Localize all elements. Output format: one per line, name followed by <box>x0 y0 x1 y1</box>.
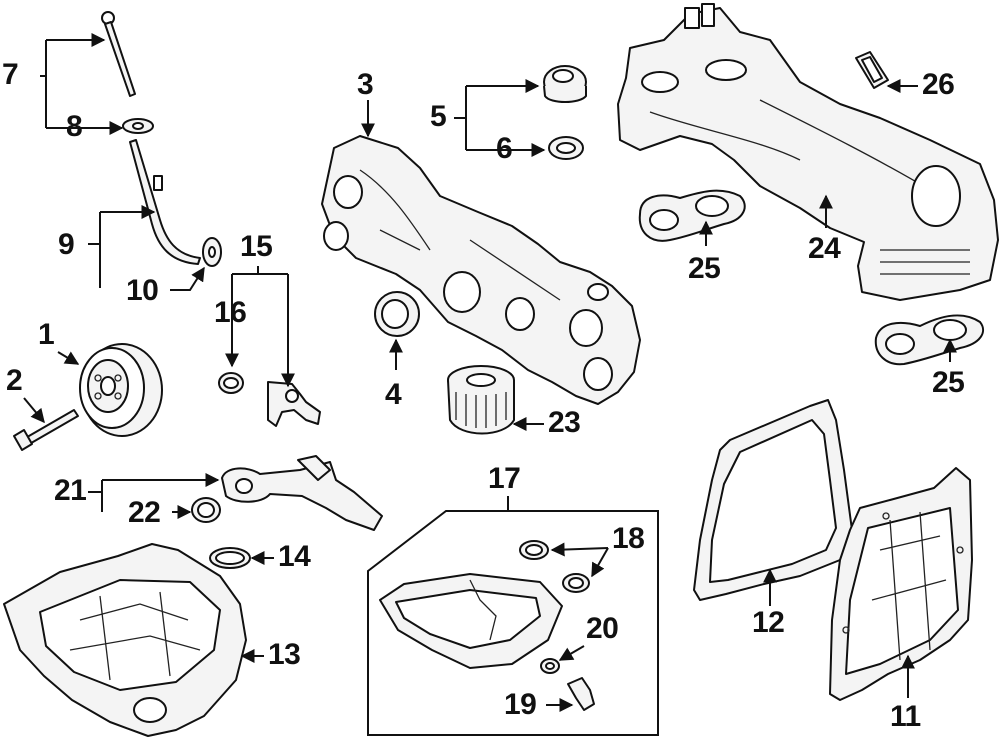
part-24-intake-manifold <box>617 3 999 301</box>
part-13-oil-pan-upper <box>3 543 247 737</box>
part-16-o-ring <box>218 372 244 394</box>
part-17-group-box <box>367 510 659 736</box>
callout-2: 2 <box>6 364 23 397</box>
part-17-oil-pan-lower <box>379 573 563 669</box>
part-9-dipstick-tube <box>129 139 201 265</box>
callout-1: 1 <box>38 318 55 351</box>
callout-26: 26 <box>922 68 955 101</box>
part-22-o-ring <box>191 497 221 523</box>
callout-8: 8 <box>66 110 83 143</box>
callout-5: 5 <box>430 100 447 133</box>
part-15-valve <box>267 381 321 427</box>
part-23-oil-filter <box>447 365 515 435</box>
callout-22: 22 <box>128 496 161 529</box>
callout-11: 11 <box>890 700 921 733</box>
part-11-rocker-cover <box>829 467 973 701</box>
callout-3: 3 <box>357 68 374 101</box>
part-25-intake-gasket-a <box>638 189 746 242</box>
callout-14: 14 <box>278 540 311 573</box>
part-2-bolt <box>13 409 79 451</box>
part-21-oil-tube <box>221 455 383 531</box>
part-18-seal-upper <box>519 540 549 560</box>
callout-4: 4 <box>385 378 402 411</box>
callout-13: 13 <box>268 638 301 671</box>
part-7-dipstick <box>101 11 136 97</box>
callout-12: 12 <box>752 606 785 639</box>
part-19-drain-plug <box>567 677 595 711</box>
callout-9: 9 <box>58 228 75 261</box>
part-12-gasket <box>693 399 853 601</box>
part-20-washer <box>540 658 560 674</box>
part-4-seal <box>374 291 420 337</box>
callout-15: 15 <box>240 230 273 263</box>
part-6-gasket <box>548 136 584 160</box>
part-18-seal-lower <box>562 573 590 593</box>
callout-18: 18 <box>612 522 645 555</box>
callout-19: 19 <box>504 688 537 721</box>
callout-10: 10 <box>126 274 159 307</box>
callout-20: 20 <box>586 612 619 645</box>
callout-24: 24 <box>808 232 841 265</box>
callout-23: 23 <box>548 406 581 439</box>
part-25-intake-gasket-b <box>874 314 985 366</box>
callout-6: 6 <box>496 132 513 165</box>
callout-21: 21 <box>54 474 87 507</box>
leader-lines <box>23 33 957 712</box>
part-26-gasket <box>855 51 889 89</box>
part-14-gasket <box>209 547 251 569</box>
callout-25-upper: 25 <box>688 252 721 285</box>
part-10-gasket <box>202 237 222 267</box>
callout-7: 7 <box>2 58 19 91</box>
callout-16: 16 <box>214 296 247 329</box>
part-1-crank-pulley <box>79 343 163 437</box>
part-3-timing-cover <box>321 135 641 405</box>
part-8-washer <box>122 118 154 134</box>
callout-17: 17 <box>488 462 521 495</box>
part-5-filler-cap <box>543 65 587 103</box>
callout-25-lower: 25 <box>932 366 965 399</box>
